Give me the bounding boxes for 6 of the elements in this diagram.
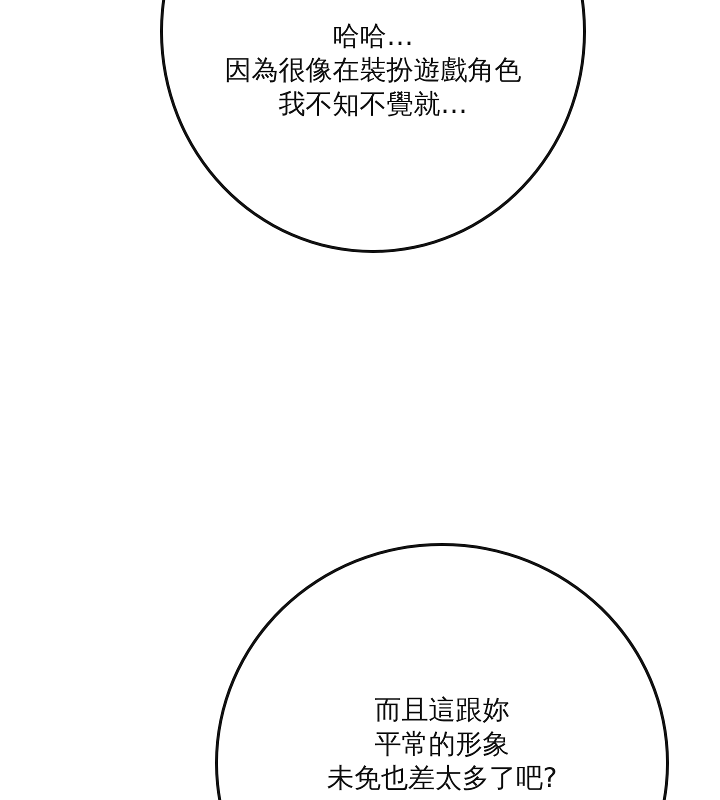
speech-text: 我不知不覺就… — [278, 88, 468, 122]
speech-text: 而且這跟妳 — [374, 694, 510, 728]
speech-text: 因為很像在裝扮遊戲角色 — [224, 54, 522, 88]
speech-text: 哈哈… — [332, 20, 414, 54]
speech-text: 平常的形象 — [374, 728, 510, 762]
speech-text: 未免也差太多了吧? — [326, 762, 558, 796]
